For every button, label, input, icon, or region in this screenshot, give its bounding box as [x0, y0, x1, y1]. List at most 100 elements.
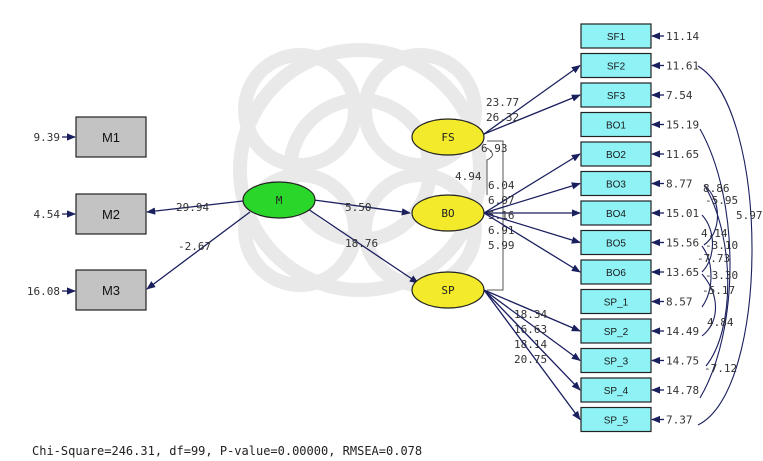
indicator-sf2[interactable] — [580, 52, 652, 79]
m1-error-value: 9.39 — [34, 131, 61, 144]
indicator-bo6-error-value: 13.65 — [666, 266, 699, 279]
indicator-bo6[interactable] — [580, 259, 652, 285]
m-to-sp-arrow — [304, 206, 419, 284]
error-covariance-values: 8.86 -5.95 5.97 4.14 -3.10 -7.73 -3.30 -… — [697, 182, 763, 375]
error-cov-9: 4.84 — [707, 316, 734, 329]
indicator-sp3[interactable] — [580, 347, 652, 374]
fs-loading-value-1: 23.77 — [486, 96, 519, 109]
fs-sp-covariance — [487, 140, 504, 291]
indicator-sp3-error-value: 14.75 — [666, 355, 699, 368]
factor-loadings: 23.7726.326.046.075.166.915.9918.3416.63… — [483, 64, 581, 421]
indicator-bo2-error-value: 11.65 — [666, 148, 699, 161]
observed-m2-label: M2 — [102, 207, 120, 222]
indicator-sp4[interactable] — [580, 377, 652, 403]
indicator-bo1-error-value: 15.19 — [666, 119, 699, 132]
m-to-sp-coefficient: 18.76 — [345, 237, 378, 250]
bo-loading-value-3: 5.16 — [488, 209, 515, 222]
indicator-bo5-label: BO5 — [606, 239, 626, 250]
latent-bo-label: BO — [441, 207, 454, 220]
error-cov-5: -3.10 — [705, 239, 738, 252]
error-covariance-arcs — [697, 65, 753, 426]
structural-paths: 5.50 18.76 — [304, 199, 419, 284]
indicator-sf3[interactable] — [580, 82, 652, 108]
bo-loading-value-5: 5.99 — [488, 239, 515, 252]
error-cov-arc-bo6-sp2 — [701, 273, 716, 337]
indicator-bo3-error-value: 8.77 — [666, 178, 693, 191]
indicator-sp2[interactable] — [580, 318, 652, 344]
error-cov-arc-bo3-sp3 — [705, 187, 729, 367]
indicator-sp3-label: SP_3 — [604, 357, 629, 368]
indicator-bo2-label: BO2 — [606, 150, 626, 161]
sp-loading-arrow-2 — [483, 289, 581, 362]
error-cov-7: -3.30 — [705, 269, 738, 282]
m-to-m2-arrow — [146, 200, 244, 215]
observed-m3-label: M3 — [102, 283, 120, 298]
indicator-bo2[interactable] — [580, 141, 652, 167]
observed-m2[interactable] — [75, 193, 147, 235]
indicator-bo4[interactable] — [580, 200, 652, 226]
bo-loading-arrow-2 — [483, 182, 581, 214]
fs-bo-covariance-value: 4.94 — [455, 170, 482, 183]
bo-loading-arrow-4 — [483, 212, 581, 244]
error-cov-6: -7.73 — [697, 252, 730, 265]
latent-sp-label: SP — [441, 284, 455, 297]
indicator-sf2-label: SF2 — [607, 62, 626, 73]
sp-loading-value-2: 16.63 — [514, 323, 547, 336]
indicator-bo5-error-value: 15.56 — [666, 237, 699, 250]
latent-m-label: M — [276, 194, 283, 207]
indicator-sf3-label: SF3 — [607, 91, 626, 102]
sp-loading-value-4: 20.75 — [514, 353, 547, 366]
error-cov-arc-bo1-sp4 — [699, 128, 731, 399]
bo-loading-arrow-1 — [483, 153, 581, 214]
indicator-sp1-label: SP_1 — [604, 298, 629, 309]
indicator-sf1[interactable] — [580, 23, 652, 49]
indicator-bo3[interactable] — [580, 170, 652, 197]
indicator-sp4-label: SP_4 — [604, 386, 629, 397]
sp-loading-value-3: 18.14 — [514, 338, 547, 351]
latent-fs[interactable] — [411, 118, 485, 156]
indicator-sf2-error-value: 11.61 — [666, 60, 699, 73]
observed-m3[interactable] — [75, 269, 147, 311]
sp-loading-value-1: 18.34 — [514, 308, 547, 321]
indicator-sp5-label: SP_5 — [604, 416, 629, 427]
sp-loading-arrow-3 — [483, 289, 581, 391]
latent-fs-label: FS — [441, 131, 454, 144]
indicator-bo6-label: BO6 — [606, 268, 626, 279]
indicator-sp5-error-value: 7.37 — [666, 414, 693, 427]
error-cov-arc-sf2-sp5 — [697, 65, 753, 426]
m-to-bo-coefficient: 5.50 — [345, 201, 372, 214]
m-to-m2-loading: 29.94 — [176, 201, 209, 214]
indicator-sp1[interactable] — [580, 288, 652, 315]
indicator-bo4-error-value: 15.01 — [666, 207, 699, 220]
sp-loading-arrow-1 — [483, 289, 581, 332]
m-to-m3-arrow — [146, 211, 251, 290]
error-cov-2: -5.95 — [705, 194, 738, 207]
latent-covariances — [486, 140, 504, 291]
m-to-m3-loading: -2.67 — [178, 240, 211, 253]
indicator-sp5[interactable] — [580, 406, 652, 433]
fs-sp-covariance-value: 6.93 — [481, 142, 508, 155]
error-cov-arc-bo5-sp1 — [701, 245, 712, 308]
m-loadings: 29.94 -2.67 — [146, 200, 251, 290]
m-to-bo-arrow — [313, 199, 411, 216]
bo-loading-value-4: 6.91 — [488, 224, 515, 237]
error-cov-3: 5.97 — [736, 209, 763, 222]
bo-loading-arrow-5 — [483, 212, 581, 273]
indicator-bo1[interactable] — [580, 111, 652, 138]
indicator-sp1-error-value: 8.57 — [666, 296, 693, 309]
indicator-sp2-error-value: 14.49 — [666, 325, 699, 338]
bo-loading-value-1: 6.04 — [488, 179, 515, 192]
fs-bo-covariance — [486, 147, 493, 195]
indicator-sp4-error-value: 14.78 — [666, 384, 699, 397]
error-cov-4: 4.14 — [701, 227, 728, 240]
m3-error-value: 16.08 — [27, 285, 60, 298]
m-indicators: M1 M2 M3 9.39 4.54 16.08 — [27, 116, 147, 311]
latent-m[interactable] — [242, 181, 316, 219]
indicator-sf3-error-value: 7.54 — [666, 89, 693, 102]
indicator-sf1-error-value: 11.14 — [666, 30, 699, 43]
observed-m1[interactable] — [75, 116, 147, 158]
indicator-bo5[interactable] — [580, 229, 652, 256]
